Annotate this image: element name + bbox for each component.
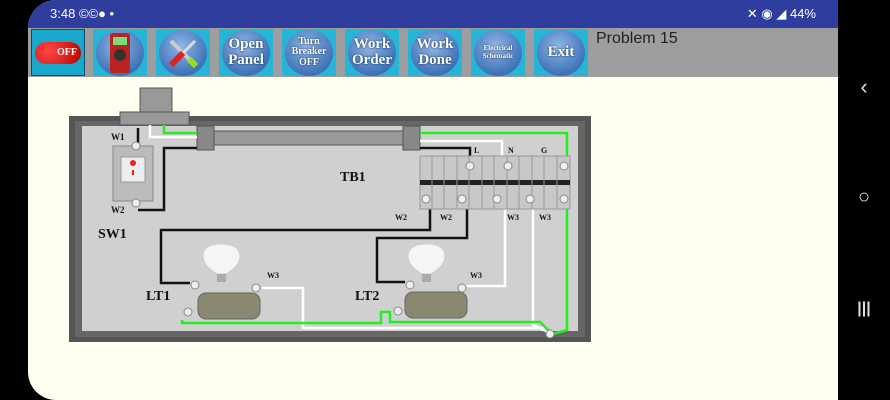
toolbar: OFF Open Panel Turn Breaker OFF Work Ord… xyxy=(28,28,838,77)
label-w3-lt1: W3 xyxy=(267,271,279,280)
label-w3-tb-a: W3 xyxy=(507,213,519,222)
label-sw1: SW1 xyxy=(98,227,127,242)
multimeter-button[interactable] xyxy=(93,29,147,76)
label-w1: W1 xyxy=(111,132,125,142)
label-w3-lt2: W3 xyxy=(470,271,482,280)
conduit xyxy=(197,130,419,146)
off-toggle-icon: OFF xyxy=(35,41,81,64)
label-w3-tb-b: W3 xyxy=(539,213,551,222)
label-lt2: LT2 xyxy=(355,289,379,304)
light-lt1 xyxy=(183,243,261,320)
clock: 3:48 xyxy=(50,6,76,21)
navigation-bar: ‹ ○ ||| xyxy=(838,0,890,400)
problem-label: Problem 15 xyxy=(596,30,678,47)
label-tb1: TB1 xyxy=(340,170,366,185)
turn-breaker-off-button[interactable]: Turn Breaker OFF xyxy=(282,29,336,76)
battery-level: 44% xyxy=(789,6,816,21)
ground-connector xyxy=(545,329,555,339)
label-w2-tb-a: W2 xyxy=(395,213,407,222)
recents-button[interactable]: ||| xyxy=(857,300,871,317)
label-terminal-l: L xyxy=(474,146,479,155)
back-button[interactable]: ‹ xyxy=(860,74,868,99)
tools-icon xyxy=(168,39,199,68)
notification-icons: ©©● • xyxy=(78,6,115,21)
conduit-entry xyxy=(139,87,173,113)
label-terminal-g: G xyxy=(541,146,547,155)
open-panel-button[interactable]: Open Panel xyxy=(219,29,273,76)
home-button[interactable]: ○ xyxy=(857,186,871,208)
exit-button[interactable]: Exit xyxy=(534,29,588,76)
tools-button[interactable] xyxy=(156,29,210,76)
power-off-button[interactable]: OFF xyxy=(31,29,85,76)
work-done-button[interactable]: Work Done xyxy=(408,29,462,76)
terminal-block-tb1 xyxy=(419,155,571,210)
label-w2-sw: W2 xyxy=(111,205,125,215)
label-w2-tb-b: W2 xyxy=(440,213,452,222)
signal-icons: ✕ ◉ ◢ xyxy=(746,6,787,21)
light-lt2 xyxy=(393,243,468,319)
electrical-schematic-button[interactable]: Electrical Schematic xyxy=(471,29,525,76)
label-terminal-n: N xyxy=(508,146,514,155)
multimeter-icon xyxy=(110,32,130,73)
work-order-button[interactable]: Work Order xyxy=(345,29,399,76)
status-bar: 3:48 ©©● • ✕ ◉ ◢ 44% xyxy=(28,0,838,28)
label-lt1: LT1 xyxy=(146,289,170,304)
